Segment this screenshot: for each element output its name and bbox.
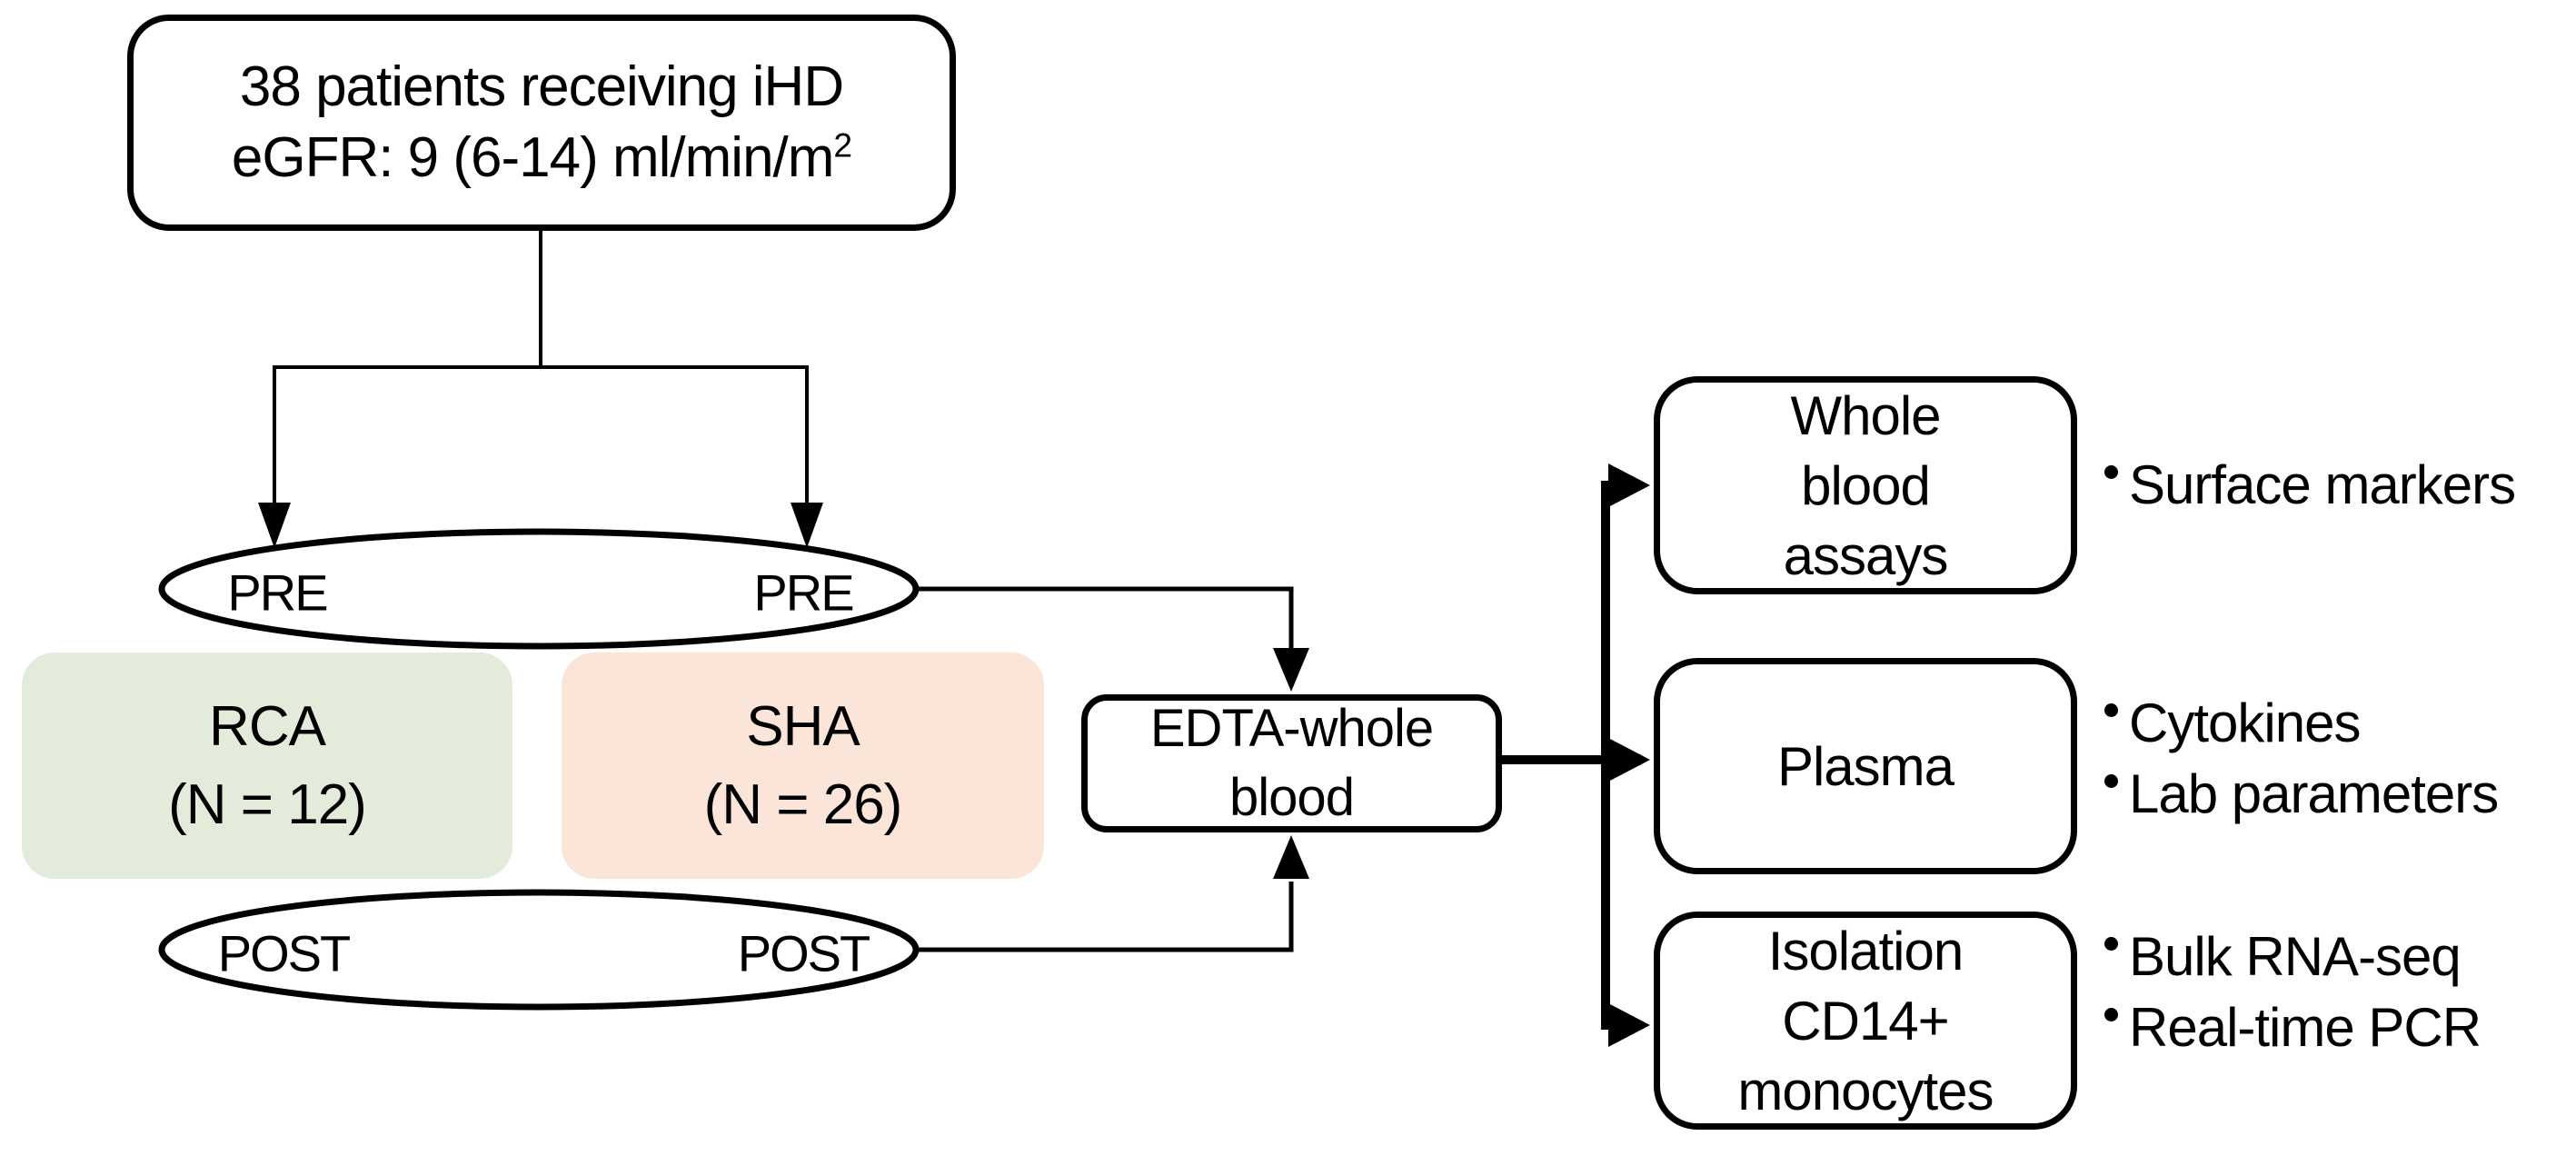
isolation-line1: Isolation	[1767, 920, 1964, 982]
bullet-cytokines: Cytokines	[2104, 688, 2498, 759]
rca-n: (N = 12)	[168, 772, 367, 836]
bullet-real-time-pcr: Real-time PCR	[2104, 992, 2482, 1063]
plasma-label: Plasma	[1776, 735, 1954, 797]
edta-line2: blood	[1229, 768, 1355, 827]
post-label-left: POST	[217, 924, 351, 982]
whole-blood-assays-line2: blood	[1801, 454, 1931, 516]
study-population-box: 38 patients receiving iHD eGFR: 9 (6-14)…	[127, 15, 956, 231]
population-line2: eGFR: 9 (6-14) ml/min/m2	[231, 125, 852, 189]
edta-line1: EDTA-whole	[1149, 699, 1434, 758]
superscript-2: 2	[833, 125, 852, 164]
pre-label-right: PRE	[753, 563, 854, 622]
pre-label-left: PRE	[227, 563, 328, 622]
bullet-surface-markers: Surface markers	[2104, 450, 2516, 521]
rca-name: RCA	[209, 694, 326, 758]
arrow-into-plasma-icon	[1608, 738, 1650, 782]
arrow-down-right-icon	[791, 503, 823, 548]
isolation-monocytes-box: Isolation CD14+ monocytes	[1654, 912, 2077, 1130]
arrow-into-edta-bottom-icon	[1273, 835, 1309, 879]
isolation-line2: CD14+	[1782, 990, 1949, 1051]
rca-arm-box: RCA (N = 12)	[22, 653, 512, 879]
bullet-bulk-rna-seq: Bulk RNA-seq	[2104, 922, 2481, 992]
isolation-line3: monocytes	[1737, 1060, 1994, 1121]
arrow-into-isolation-icon	[1608, 1003, 1650, 1047]
whole-blood-assays-line1: Whole	[1790, 384, 1941, 446]
sha-arm-box: SHA (N = 26)	[562, 653, 1044, 879]
sha-n: (N = 26)	[703, 772, 903, 836]
bullet-lab-parameters: Lab parameters	[2104, 759, 2499, 830]
plasma-bullets: Cytokines Lab parameters	[2104, 688, 2499, 830]
sha-name: SHA	[746, 694, 860, 758]
arrow-into-edta-top-icon	[1273, 648, 1309, 692]
whole-blood-assays-box: Whole blood assays	[1654, 376, 2077, 594]
arrow-down-left-icon	[258, 503, 291, 548]
bullet-dot-icon	[2104, 465, 2118, 479]
population-line1: 38 patients receiving iHD	[239, 55, 844, 118]
arrow-into-wholeblood-icon	[1608, 463, 1650, 507]
isolation-bullets: Bulk RNA-seq Real-time PCR	[2104, 922, 2482, 1063]
bullet-dot-icon	[2104, 703, 2118, 717]
post-label-right: POST	[737, 924, 870, 982]
post-to-edta-line	[916, 882, 1294, 952]
pre-to-edta-line	[916, 586, 1294, 651]
bullet-dot-icon	[2104, 937, 2118, 951]
edta-whole-blood-box: EDTA-whole blood	[1081, 694, 1502, 832]
bullet-dot-icon	[2104, 774, 2118, 788]
plasma-box: Plasma	[1654, 658, 2077, 874]
bullet-dot-icon	[2104, 1008, 2118, 1021]
whole-blood-assays-bullets: Surface markers	[2104, 450, 2516, 521]
whole-blood-assays-line3: assays	[1783, 524, 1949, 586]
